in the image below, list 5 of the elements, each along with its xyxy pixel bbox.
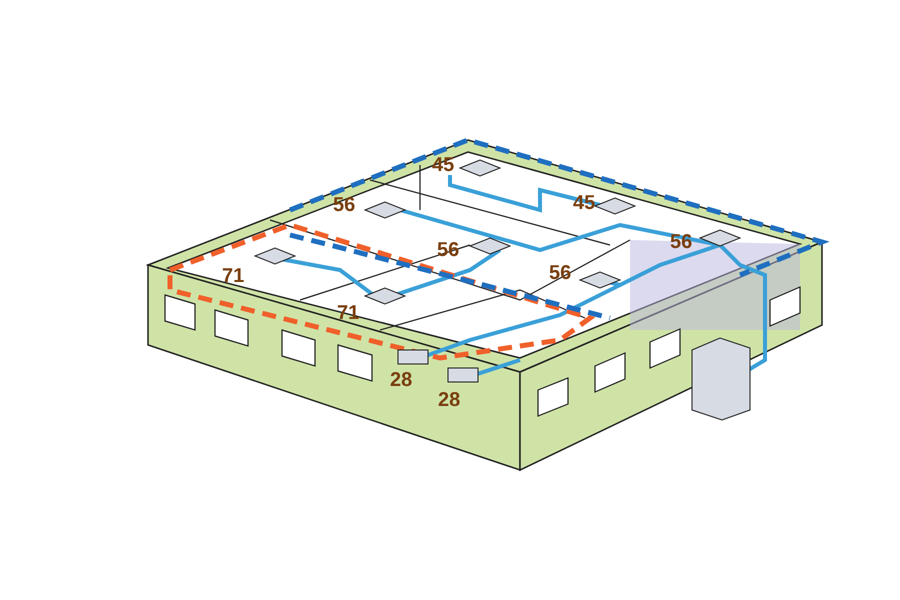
- capacity-number: 71: [222, 266, 244, 286]
- capacity-number: 28: [390, 370, 412, 390]
- capacity-number: 56: [333, 195, 356, 215]
- capacity-number: 28: [438, 390, 460, 410]
- capacity-number: 56: [549, 263, 572, 283]
